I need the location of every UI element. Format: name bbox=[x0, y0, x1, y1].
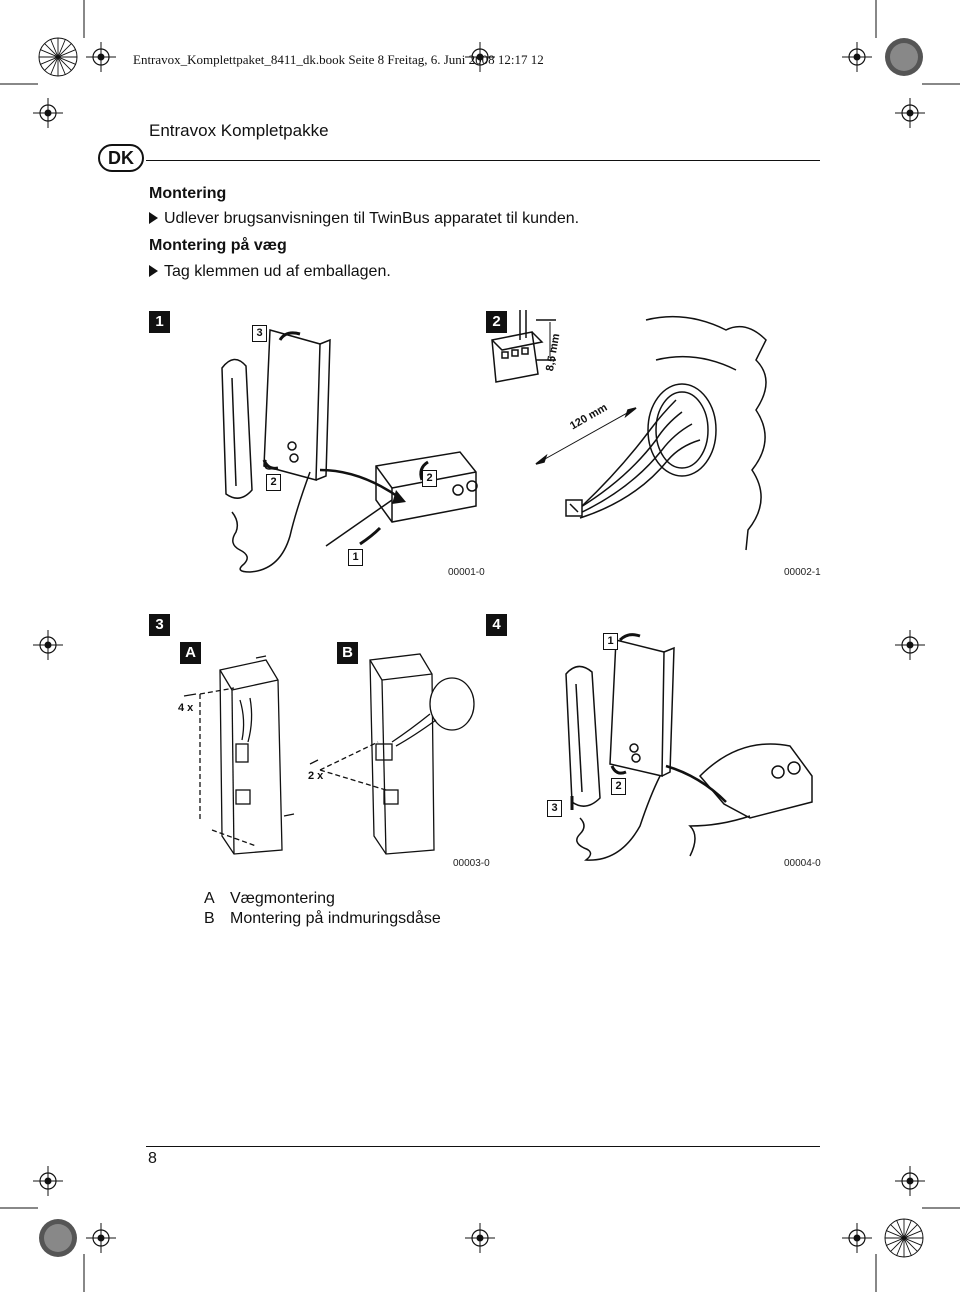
fig4-code: 00004-0 bbox=[784, 858, 821, 869]
fig4-callout-1: 1 bbox=[603, 633, 618, 650]
fig3-label-a: A bbox=[180, 642, 201, 664]
fig4-callout-2: 2 bbox=[611, 778, 626, 795]
header-rule bbox=[146, 160, 820, 161]
fig1-callout-2b: 2 bbox=[422, 470, 437, 487]
montering-heading: Montering bbox=[149, 185, 227, 202]
fig3-label-b: B bbox=[337, 642, 358, 664]
fig1-callout-1: 1 bbox=[348, 549, 363, 566]
legend-text: Vægmontering bbox=[230, 890, 335, 907]
fig3-number: 3 bbox=[149, 614, 170, 636]
legend-row-a: A Vægmontering bbox=[204, 890, 335, 908]
fig2-code: 00002-1 bbox=[784, 567, 821, 578]
montering-bullet-text: Udlever brugsanvisningen til TwinBus app… bbox=[164, 210, 580, 227]
book-slug: Entravox_Komplettpaket_8411_dk.book Seit… bbox=[133, 52, 544, 67]
fig1-illustration bbox=[221, 329, 478, 573]
legend-row-b: B Montering på indmuringsdåse bbox=[204, 910, 441, 928]
fig2-number: 2 bbox=[486, 311, 507, 333]
fig3-qty-b: 2 x bbox=[308, 770, 324, 782]
fig4-illustration bbox=[565, 633, 813, 861]
page-number: 8 bbox=[148, 1150, 157, 1167]
vaeg-bullet: Tag klemmen ud af emballagen. bbox=[149, 263, 391, 281]
document-title: Entravox Kompletpakke bbox=[149, 121, 329, 140]
fig3-code: 00003-0 bbox=[453, 858, 490, 869]
montering-bullet: Udlever brugsanvisningen til TwinBus app… bbox=[149, 210, 579, 228]
fig4-number: 4 bbox=[486, 614, 507, 636]
fig3-illustration bbox=[183, 653, 475, 855]
vaeg-bullet-text: Tag klemmen ud af emballagen. bbox=[164, 263, 391, 280]
fig4-callout-3: 3 bbox=[547, 800, 562, 817]
fig1-callout-2a: 2 bbox=[266, 474, 281, 491]
fig1-code: 00001-0 bbox=[448, 567, 485, 578]
fig1-callout-3: 3 bbox=[252, 325, 267, 342]
fig1-number: 1 bbox=[149, 311, 170, 333]
legend-key: B bbox=[204, 910, 215, 927]
bullet-arrow-icon bbox=[149, 212, 158, 224]
footer-rule bbox=[146, 1146, 820, 1147]
fig2-illustration bbox=[491, 310, 767, 551]
fig3-qty-a: 4 x bbox=[178, 702, 194, 714]
language-badge: DK bbox=[98, 144, 144, 172]
legend-key: A bbox=[204, 890, 215, 907]
vaeg-heading: Montering på væg bbox=[149, 237, 287, 254]
legend-text: Montering på indmuringsdåse bbox=[230, 910, 441, 927]
bullet-arrow-icon bbox=[149, 265, 158, 277]
